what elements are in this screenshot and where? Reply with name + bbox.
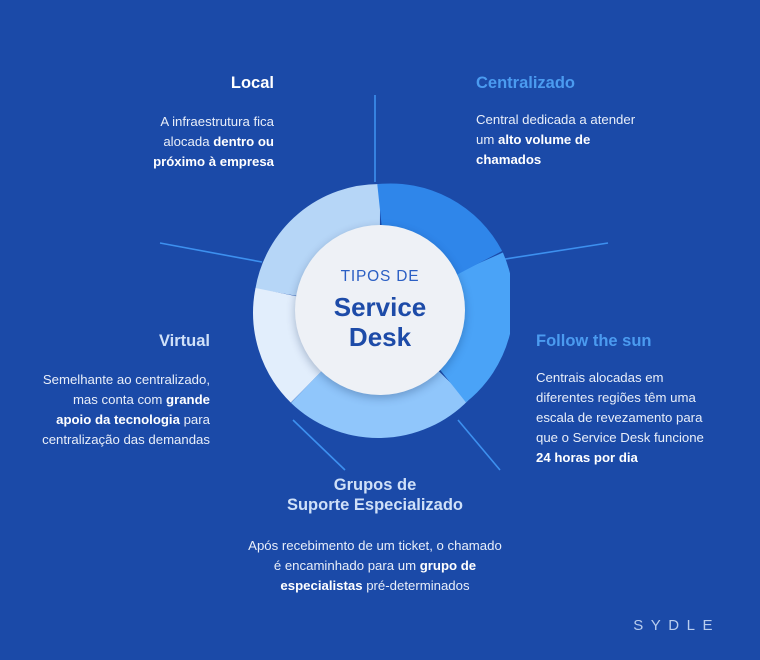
callout-grupos-heading-line2: Suporte Especializado [286, 495, 464, 514]
donut-segments [253, 183, 510, 439]
callout-follow-the-sun-heading: Follow the sun [536, 332, 652, 350]
center-title: Service Desk [333, 292, 427, 352]
connector-line-follow [498, 242, 609, 261]
callout-local-body: A infraestrutura fica alocada dentro ou … [153, 113, 274, 169]
callout-virtual-body: Semelhante ao centralizado, mas conta co… [42, 371, 210, 447]
callout-centralizado-heading: Centralizado [476, 74, 576, 92]
callout-grupos-suporte-heading: Grupos de Suporte Especializado [244, 476, 506, 516]
donut-center-hub: TIPOS DE Service Desk [295, 225, 465, 395]
center-kicker: TIPOS DE [340, 267, 420, 285]
callout-follow-the-sun-body: Centrais alocadas em diferentes regiões … [536, 369, 704, 466]
segment-local [255, 183, 381, 299]
segment-virtual [253, 288, 328, 403]
segment-follow-the-sun [432, 252, 510, 403]
callout-local-heading: Local [230, 74, 274, 92]
callout-virtual-heading: Virtual [158, 332, 210, 350]
connector-line-virtual [159, 242, 263, 263]
callout-local: Local A infraestrutura fica alocada dent… [116, 74, 274, 172]
callout-grupos-suporte-body: Após recebimento de um ticket, o chamado… [248, 537, 502, 593]
callout-centralizado: Centralizado Central dedicada a atender … [476, 74, 652, 170]
center-title-line1: Service [333, 292, 427, 323]
callout-grupos-heading-line1: Grupos de [333, 476, 417, 494]
segment-centralizado [377, 183, 503, 276]
callout-virtual: Virtual Semelhante ao centralizado, mas … [40, 332, 210, 450]
callout-centralizado-body: Central dedicada a atender um alto volum… [476, 111, 636, 167]
center-title-line2: Desk [348, 321, 412, 352]
donut-chart: TIPOS DE Service Desk [250, 180, 510, 440]
callout-grupos-suporte: Grupos de Suporte Especializado Após rec… [244, 476, 506, 596]
sydle-logo: SYDLE [633, 617, 720, 634]
segment-grupos [290, 363, 469, 439]
callout-follow-the-sun: Follow the sun Centrais alocadas em dife… [536, 332, 722, 468]
